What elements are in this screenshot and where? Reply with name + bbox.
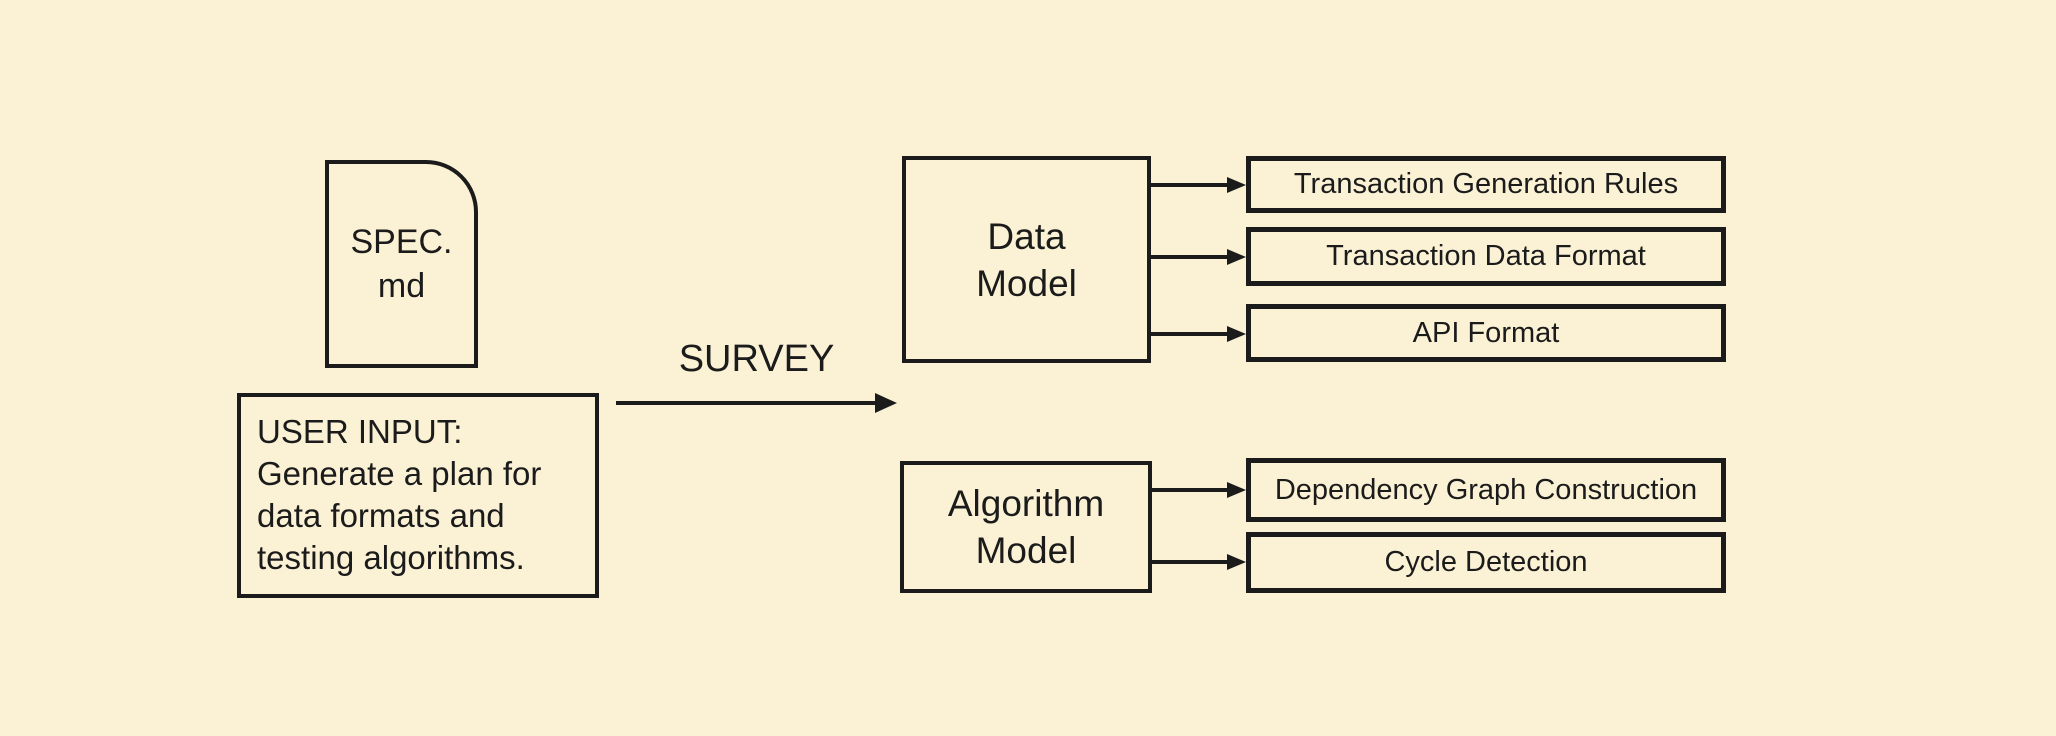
output-box-dependency-graph-construction: Dependency Graph Construction — [1246, 458, 1726, 522]
output-label: Transaction Generation Rules — [1293, 168, 1679, 200]
algorithm-model-label-line2: Model — [975, 530, 1077, 571]
survey-arrow — [616, 393, 897, 413]
output-box-api-format: API Format — [1246, 304, 1726, 362]
data-model-box: Data Model — [902, 156, 1151, 363]
output-label: Dependency Graph Construction — [1274, 473, 1698, 506]
user-input-box: USER INPUT: Generate a plan for data for… — [237, 393, 599, 598]
data-model-arrow-2 — [1151, 247, 1246, 267]
algorithm-model-box: Algorithm Model — [900, 461, 1152, 593]
algorithm-model-arrow-1 — [1152, 480, 1246, 500]
data-model-label-line2: Model — [976, 262, 1077, 304]
arrowhead-icon — [1227, 482, 1246, 498]
output-box-transaction-generation-rules: Transaction Generation Rules — [1246, 156, 1726, 213]
arrowhead-icon — [1227, 177, 1246, 193]
user-input-text-line3: testing algorithms. — [257, 539, 525, 576]
arrowhead-icon — [1227, 249, 1246, 265]
spec-doc-shape: SPEC. md — [325, 160, 478, 368]
output-label: API Format — [1412, 316, 1560, 349]
output-label: Transaction Data Format — [1326, 240, 1646, 272]
output-label: Cycle Detection — [1384, 546, 1588, 578]
spec-doc-label-line2: md — [377, 267, 426, 305]
spec-doc-label-line1: SPEC. — [350, 223, 453, 261]
survey-label: SURVEY — [678, 338, 835, 380]
user-input-text-line2: data formats and — [257, 497, 505, 534]
data-model-arrow-1 — [1151, 175, 1246, 195]
user-input-title: USER INPUT: — [257, 413, 463, 450]
survey-arrow-shaft — [616, 401, 885, 405]
data-model-arrow-3 — [1151, 324, 1246, 344]
output-box-cycle-detection: Cycle Detection — [1246, 532, 1726, 593]
algorithm-model-arrow-2 — [1152, 552, 1246, 572]
user-input-text-line1: Generate a plan for — [257, 455, 542, 492]
arrowhead-icon — [1227, 326, 1246, 342]
output-box-transaction-data-format: Transaction Data Format — [1246, 227, 1726, 286]
algorithm-model-label-line1: Algorithm — [947, 483, 1105, 524]
arrowhead-icon — [1227, 554, 1246, 570]
survey-arrowhead-icon — [875, 393, 897, 413]
data-model-label-line1: Data — [987, 215, 1066, 257]
